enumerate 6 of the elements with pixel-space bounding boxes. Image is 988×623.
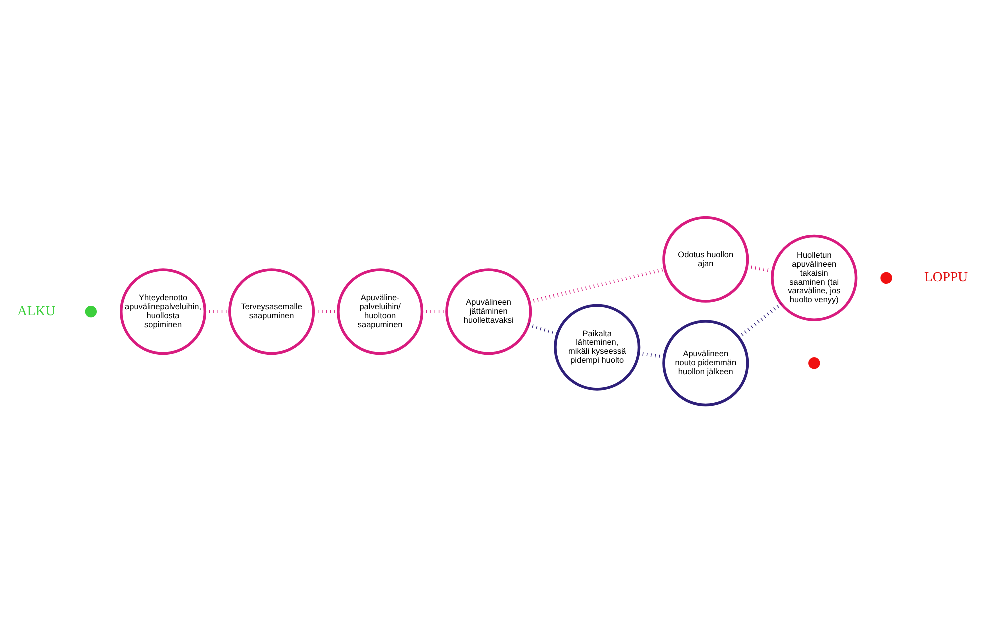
node-circle — [880, 272, 892, 284]
node-circle — [85, 306, 97, 318]
label: LOPPU — [924, 270, 968, 285]
connector — [528, 323, 558, 336]
node-circle — [808, 358, 820, 370]
label: ALKU — [18, 303, 56, 318]
